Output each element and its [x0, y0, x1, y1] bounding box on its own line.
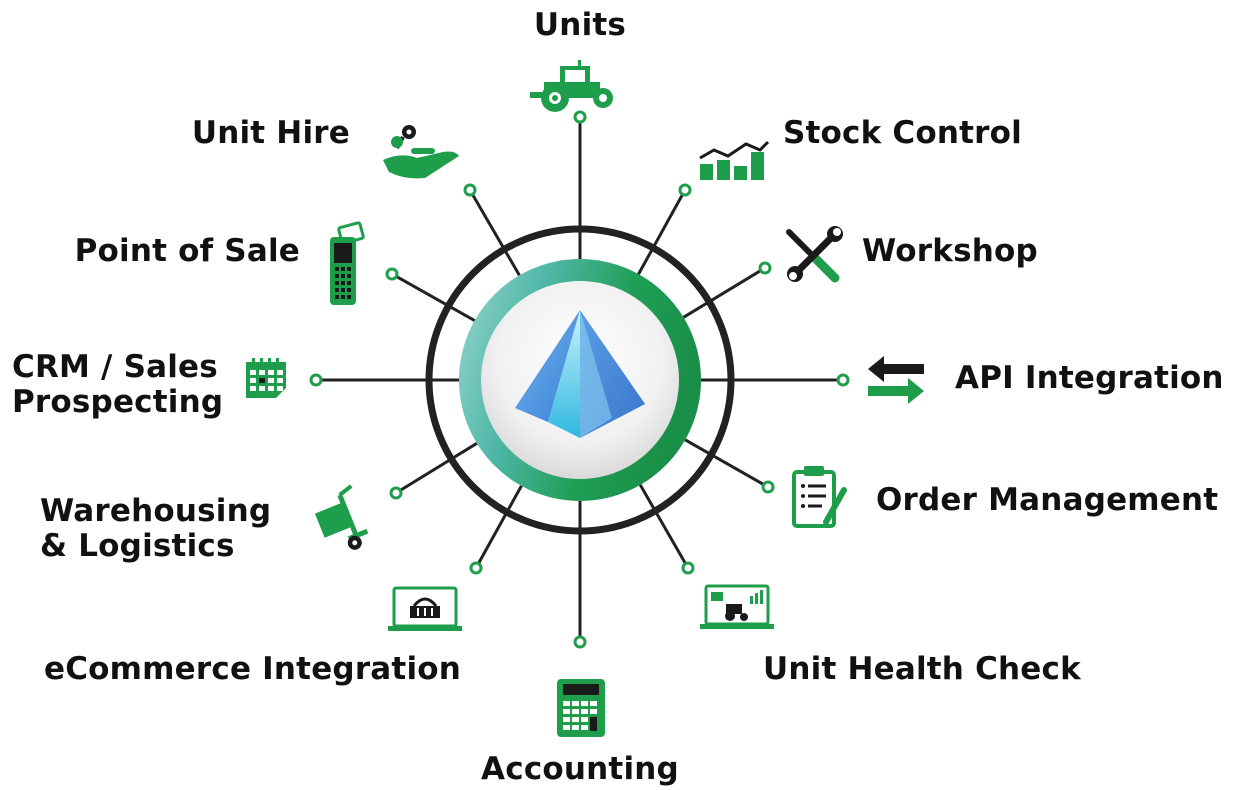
- label-crm-line-1: CRM / Sales: [12, 349, 218, 385]
- terminal-key: [347, 295, 351, 299]
- calendar-cell: [277, 386, 283, 391]
- triangle-prism-logo: [515, 310, 645, 438]
- label-accounting: Accounting: [481, 751, 679, 787]
- terminal-key: [347, 267, 351, 271]
- spoke-line: [682, 269, 762, 319]
- calculator-key: [590, 717, 597, 731]
- calendar-cell: [259, 386, 265, 391]
- spoke-line: [638, 484, 687, 565]
- spoke-line: [399, 442, 478, 492]
- label-warehousing-line-2: & Logistics: [40, 528, 235, 564]
- bar-trend-chart-icon: [699, 140, 770, 180]
- calendar-cell: [268, 386, 274, 391]
- terminal-key: [341, 295, 345, 299]
- laptop-tractor-icon: [700, 584, 774, 629]
- calendar-cell: [250, 386, 256, 391]
- label-ecommerce-integration: eCommerce Integration: [44, 651, 462, 687]
- calendar-cell: [277, 370, 283, 375]
- calculator-key: [572, 709, 579, 714]
- terminal-key: [335, 267, 339, 271]
- calculator-key: [563, 725, 570, 730]
- spoke-endpoint-dot: [573, 110, 587, 124]
- calculator-key: [563, 709, 570, 714]
- label-crm-sales: CRM / Sales Prospecting: [12, 350, 223, 420]
- terminal-key: [347, 288, 351, 292]
- calendar-cell: [268, 370, 274, 375]
- calculator-key: [590, 701, 597, 706]
- terminal-key: [335, 288, 339, 292]
- spoke-endpoint-dot: [389, 486, 403, 500]
- spoke-endpoint-dot: [573, 635, 587, 649]
- tractor-icon: [530, 60, 613, 112]
- label-stock-control: Stock Control: [783, 115, 1022, 151]
- calendar-cell: [250, 370, 256, 375]
- label-units: Units: [533, 7, 627, 43]
- terminal-key: [335, 295, 339, 299]
- connector-spokes: [321, 122, 838, 637]
- label-workshop: Workshop: [862, 233, 1038, 269]
- label-warehousing-line-1: Warehousing: [40, 493, 272, 529]
- calendar-cell: [250, 378, 256, 383]
- swap-arrows-icon: [868, 356, 924, 404]
- spoke-line: [477, 485, 523, 565]
- spoke-endpoint-dot: [761, 480, 775, 494]
- spoke-line: [637, 193, 684, 275]
- laptop-basket-icon: [388, 586, 462, 631]
- terminal-key: [341, 274, 345, 278]
- label-warehousing-logistics: Warehousing & Logistics: [40, 494, 292, 564]
- calculator-key: [581, 701, 588, 706]
- outer-ring: [425, 225, 735, 535]
- calculator-key: [572, 717, 579, 722]
- calculator-icon: [557, 679, 605, 737]
- spoke-endpoint-dot: [463, 183, 477, 197]
- terminal-key: [341, 288, 345, 292]
- terminal-key: [347, 281, 351, 285]
- spoke-endpoints: [309, 110, 850, 649]
- hand-key-icon: [383, 125, 459, 179]
- spoke-line: [395, 275, 476, 322]
- hand-truck-icon: [314, 484, 369, 550]
- spoke-endpoint-dot: [469, 561, 483, 575]
- label-api-integration: API Integration: [955, 360, 1224, 396]
- calendar-cell: [259, 370, 265, 375]
- spoke-endpoint-dot: [385, 267, 399, 281]
- spoke-endpoint-dot: [836, 373, 850, 387]
- terminal-key: [347, 274, 351, 278]
- calculator-key: [581, 717, 588, 722]
- calendar-cell: [268, 378, 274, 383]
- spoke-line: [471, 193, 521, 277]
- calendar-cell: [259, 378, 265, 383]
- calendar-cell: [277, 378, 283, 383]
- calculator-key: [590, 709, 597, 714]
- card-terminal-icon: [330, 221, 365, 305]
- label-order-management: Order Management: [876, 482, 1219, 518]
- calculator-key: [563, 701, 570, 706]
- terminal-key: [335, 281, 339, 285]
- wrench-screwdriver-icon: [786, 226, 843, 283]
- clipboard-pen-icon: [792, 466, 847, 528]
- label-point-of-sale: Point of Sale: [74, 233, 300, 269]
- spoke-endpoint-dot: [309, 373, 323, 387]
- spoke-line: [684, 438, 765, 486]
- spoke-endpoint-dot: [678, 183, 692, 197]
- spoke-endpoint-dot: [681, 561, 695, 575]
- terminal-key: [341, 281, 345, 285]
- calculator-key: [581, 709, 588, 714]
- calculator-key: [572, 701, 579, 706]
- calculator-key: [563, 717, 570, 722]
- terminal-key: [335, 274, 339, 278]
- label-unit-hire: Unit Hire: [191, 115, 350, 151]
- terminal-key: [341, 267, 345, 271]
- calculator-key: [581, 725, 588, 730]
- label-unit-health-check: Unit Health Check: [763, 651, 1081, 687]
- label-crm-line-2: Prospecting: [12, 384, 224, 420]
- calculator-key: [572, 725, 579, 730]
- spoke-endpoint-dot: [758, 261, 772, 275]
- calendar-icon: [246, 358, 286, 398]
